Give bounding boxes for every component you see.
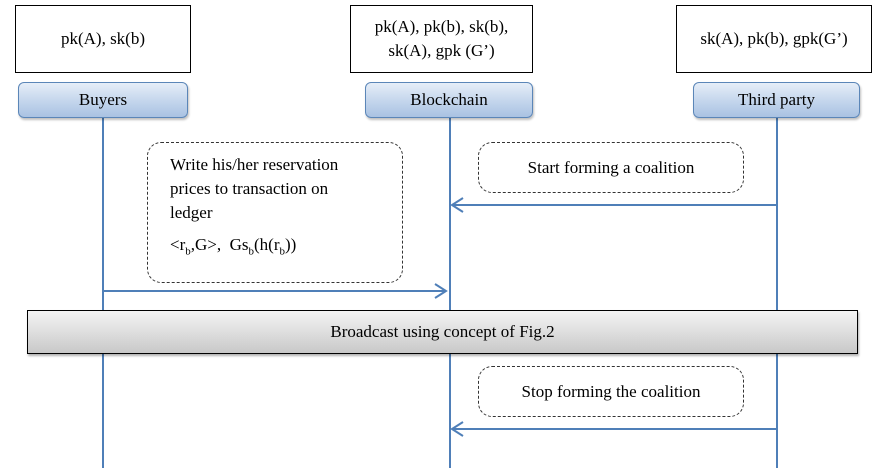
start-coalition-text: Start forming a coalition	[527, 157, 695, 177]
formula-part: <r	[170, 235, 186, 254]
formula-sub: b	[279, 245, 286, 258]
formula-part: ))	[285, 235, 297, 254]
blockchain-actor: Blockchain	[365, 82, 533, 118]
buyers-lifeline	[102, 118, 104, 468]
third-party-keys-box: sk(A), pk(b), gpk(G’)	[676, 5, 872, 73]
stop-coalition-note: Stop forming the coalition	[478, 366, 744, 417]
third-party-keys-text: sk(A), pk(b), gpk(G’)	[700, 29, 848, 48]
blockchain-keys-box: pk(A), pk(b), sk(b), sk(A), gpk (G’)	[350, 5, 533, 73]
start-arrowhead	[450, 197, 464, 213]
blockchain-keys-line2: sk(A), gpk (G’)	[388, 41, 495, 60]
signature-formula: <rb,G>, Gsb(h(rb))	[170, 233, 402, 263]
write-note-line2: prices to transaction on	[170, 179, 329, 198]
blockchain-actor-label: Blockchain	[410, 90, 488, 109]
blockchain-keys-line1: pk(A), pk(b), sk(b),	[374, 17, 509, 36]
buyers-keys-box: pk(A), sk(b)	[15, 5, 191, 73]
stop-coalition-text: Stop forming the coalition	[521, 381, 701, 401]
buyers-actor: Buyers	[18, 82, 188, 118]
formula-sub: b	[185, 245, 191, 258]
third-party-lifeline	[776, 118, 778, 468]
third-party-actor: Third party	[693, 82, 860, 118]
third-party-actor-label: Third party	[738, 90, 815, 109]
formula-part: ,G>, Gs	[190, 235, 249, 254]
write-reservation-note: Write his/her reservation prices to tran…	[147, 142, 403, 283]
start-coalition-note: Start forming a coalition	[478, 142, 744, 193]
write-note-line1: Write his/her reservation	[170, 155, 339, 174]
buyers-keys-text: pk(A), sk(b)	[60, 29, 146, 48]
broadcast-bar: Broadcast using concept of Fig.2	[27, 310, 858, 354]
formula-part: (h(r	[254, 235, 280, 254]
stop-arrowhead	[450, 421, 464, 437]
buyers-actor-label: Buyers	[78, 90, 128, 109]
formula-sub: b	[248, 245, 255, 258]
write-note-line3: ledger	[170, 203, 213, 222]
write-arrowhead	[434, 283, 448, 299]
blockchain-lifeline	[449, 118, 451, 468]
broadcast-text: Broadcast using concept of Fig.2	[330, 322, 555, 341]
